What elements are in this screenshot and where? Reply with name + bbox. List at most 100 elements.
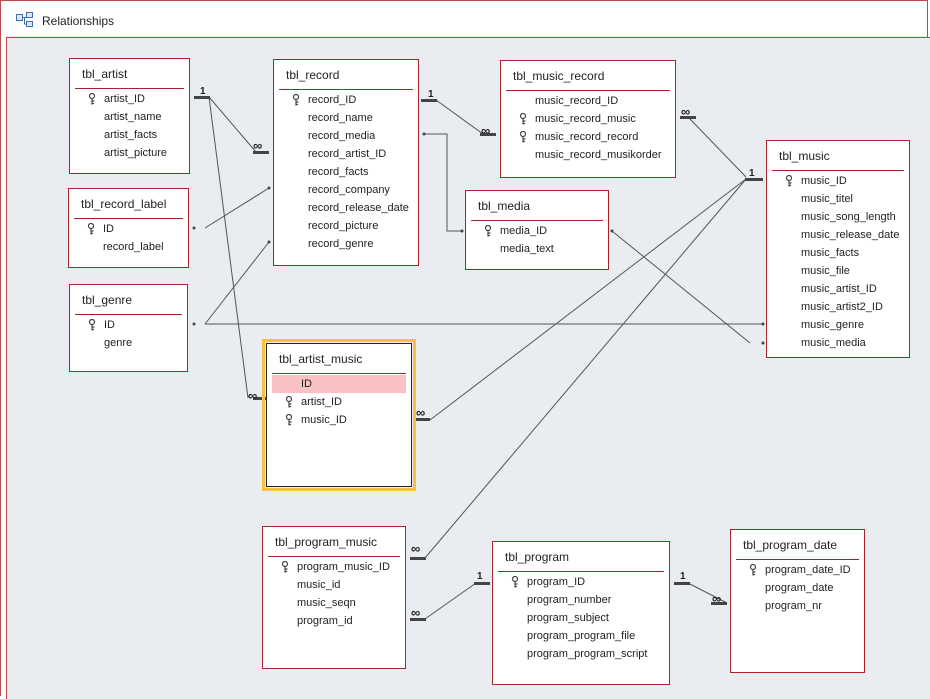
table-title[interactable]: tbl_program_date	[743, 538, 838, 552]
field-list: ID record_label	[69, 220, 188, 256]
field-row[interactable]: program_id	[263, 612, 405, 630]
field-row[interactable]: program_date	[731, 579, 864, 597]
field-name: record_genre	[308, 238, 374, 250]
field-row[interactable]: media_ID	[466, 222, 608, 240]
field-row[interactable]: record_artist_ID	[274, 145, 418, 163]
field-name: music_facts	[801, 247, 860, 259]
field-row[interactable]: record_release_date	[274, 199, 418, 217]
field-row[interactable]: record_name	[274, 109, 418, 127]
field-name: program_program_file	[527, 630, 636, 642]
table-title[interactable]: tbl_media	[478, 199, 531, 213]
field-list: program_date_ID program_date program_nr	[731, 561, 864, 615]
field-name: music_file	[801, 265, 850, 277]
table-tbl-media[interactable]: tbl_media media_ID media_text	[465, 190, 609, 270]
primary-key-icon	[511, 576, 519, 588]
field-row[interactable]: ID	[272, 375, 406, 393]
table-title[interactable]: tbl_program	[505, 550, 570, 564]
primary-key-icon	[519, 113, 527, 125]
table-title-divider	[279, 89, 413, 90]
field-row[interactable]: record_facts	[274, 163, 418, 181]
primary-key-icon	[285, 396, 293, 408]
table-title[interactable]: tbl_genre	[82, 293, 133, 307]
field-row[interactable]: program_program_script	[493, 645, 669, 663]
field-name: program_date_ID	[765, 564, 851, 576]
field-row[interactable]: artist_picture	[70, 144, 189, 162]
field-row[interactable]: program_nr	[731, 597, 864, 615]
field-row[interactable]: record_label	[69, 238, 188, 256]
field-row[interactable]: music_titel	[767, 190, 909, 208]
primary-key-icon	[292, 94, 300, 106]
window-titlebar: Relationships	[6, 6, 928, 37]
field-name: music_release_date	[801, 229, 900, 241]
table-title-divider	[74, 218, 183, 219]
table-title[interactable]: tbl_artist	[82, 67, 128, 81]
field-row[interactable]: music_artist2_ID	[767, 298, 909, 316]
table-title[interactable]: tbl_program_music	[275, 535, 378, 549]
field-row[interactable]: record_picture	[274, 217, 418, 235]
field-row[interactable]: program_date_ID	[731, 561, 864, 579]
field-row[interactable]: music_release_date	[767, 226, 909, 244]
field-row[interactable]: music_record_record	[501, 128, 675, 146]
field-row[interactable]: ID	[69, 220, 188, 238]
field-row[interactable]: music_record_ID	[501, 92, 675, 110]
field-row[interactable]: media_text	[466, 240, 608, 258]
field-row[interactable]: music_id	[263, 576, 405, 594]
field-row[interactable]: program_number	[493, 591, 669, 609]
primary-key-icon	[87, 223, 95, 235]
field-name: genre	[104, 337, 133, 349]
field-row[interactable]: record_genre	[274, 235, 418, 253]
field-row[interactable]: music_record_musikorder	[501, 146, 675, 164]
field-row[interactable]: music_song_length	[767, 208, 909, 226]
field-row[interactable]: music_ID	[767, 172, 909, 190]
field-name: music_ID	[301, 414, 347, 426]
field-row[interactable]: music_seqn	[263, 594, 405, 612]
field-row[interactable]: artist_ID	[70, 90, 189, 108]
field-row[interactable]: music_genre	[767, 316, 909, 334]
field-row[interactable]: record_media	[274, 127, 418, 145]
field-name: program_nr	[765, 600, 822, 612]
field-row[interactable]: genre	[70, 334, 187, 352]
field-name: music_ID	[801, 175, 847, 187]
field-row[interactable]: program_program_file	[493, 627, 669, 645]
field-row[interactable]: music_artist_ID	[767, 280, 909, 298]
field-list: ID genre	[70, 316, 187, 352]
field-row[interactable]: program_subject	[493, 609, 669, 627]
field-name: music_genre	[801, 319, 864, 331]
field-row[interactable]: program_music_ID	[263, 558, 405, 576]
field-name: media_ID	[500, 225, 548, 237]
field-row[interactable]: artist_ID	[267, 393, 411, 411]
field-row[interactable]: music_facts	[767, 244, 909, 262]
field-row[interactable]: music_media	[767, 334, 909, 352]
field-row[interactable]: artist_facts	[70, 126, 189, 144]
field-row[interactable]: artist_name	[70, 108, 189, 126]
field-name: music_seqn	[297, 597, 356, 609]
table-title[interactable]: tbl_record	[286, 68, 340, 82]
table-title[interactable]: tbl_music_record	[513, 69, 605, 83]
field-row[interactable]: record_company	[274, 181, 418, 199]
relationships-icon	[16, 12, 33, 27]
field-name: record_media	[308, 130, 376, 142]
field-name: record_label	[103, 241, 164, 253]
table-title[interactable]: tbl_record_label	[81, 197, 167, 211]
field-row[interactable]: music_record_music	[501, 110, 675, 128]
field-row[interactable]: record_ID	[274, 91, 418, 109]
field-row[interactable]: program_ID	[493, 573, 669, 591]
table-title[interactable]: tbl_artist_music	[279, 352, 363, 366]
field-row[interactable]: ID	[70, 316, 187, 334]
field-row[interactable]: music_ID	[267, 411, 411, 429]
field-name: program_id	[297, 615, 353, 627]
table-title[interactable]: tbl_music	[779, 149, 830, 163]
field-row[interactable]: music_file	[767, 262, 909, 280]
field-name: ID	[301, 378, 312, 390]
field-name: program_date	[765, 582, 834, 594]
